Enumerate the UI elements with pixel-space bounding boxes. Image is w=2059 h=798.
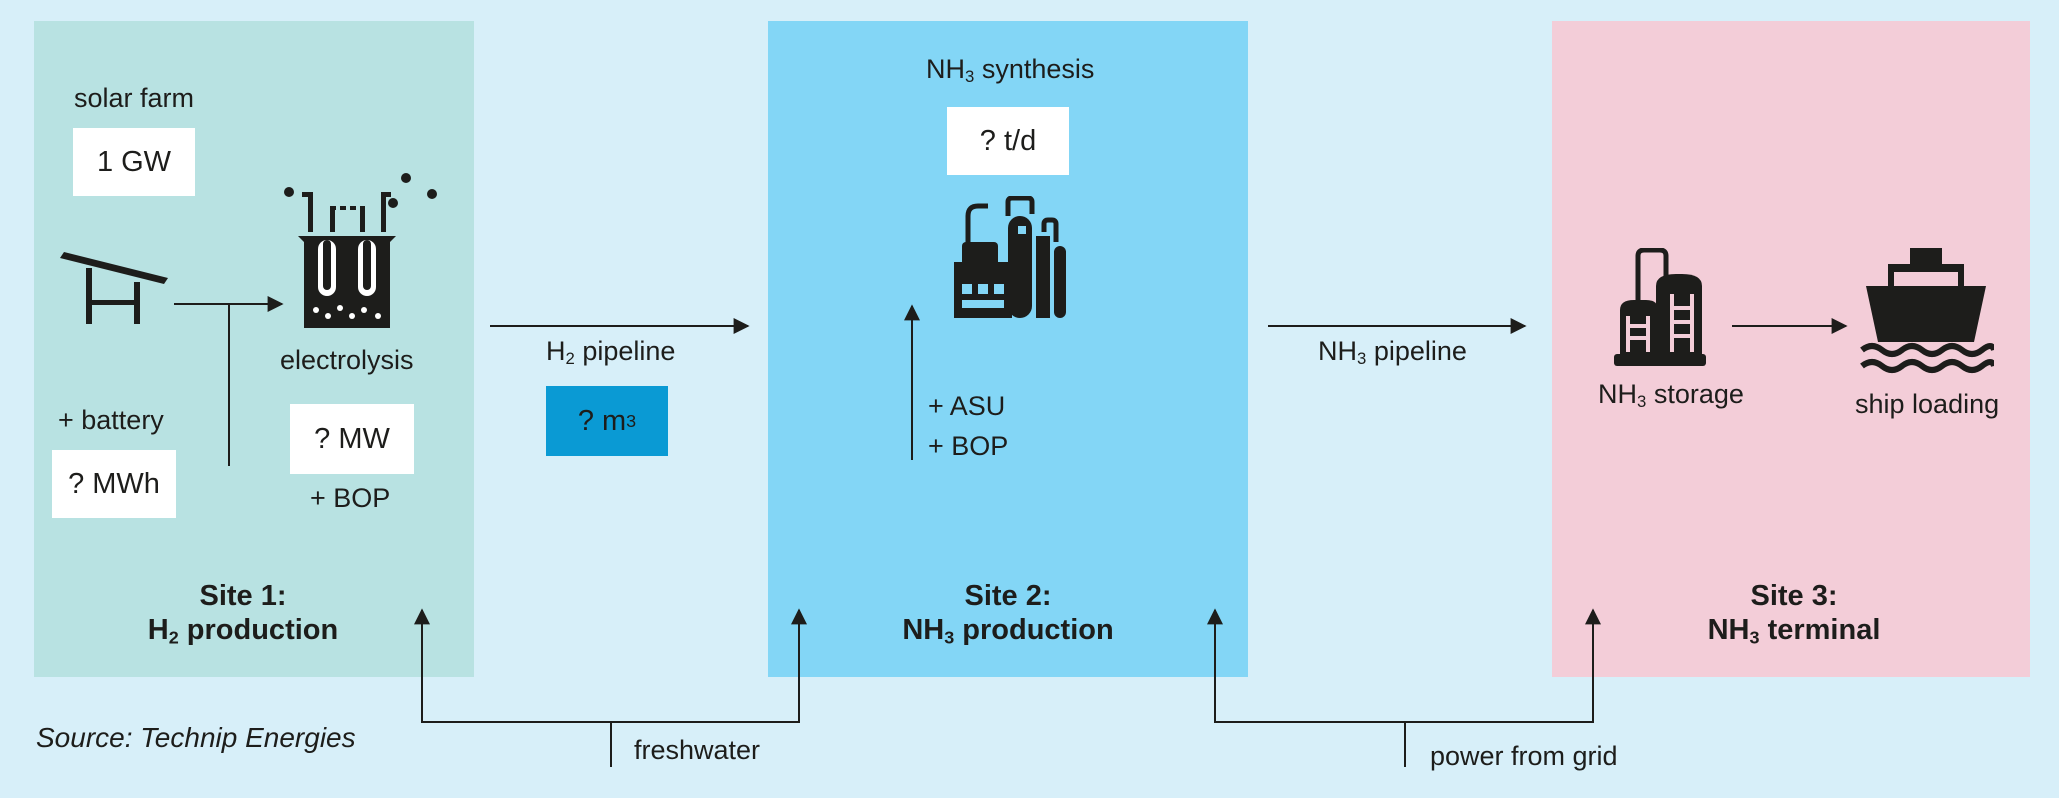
battery-capacity-box: ? MWh: [52, 450, 176, 518]
solar-capacity-box: 1 GW: [73, 128, 195, 196]
electrolysis-label: electrolysis: [280, 345, 414, 375]
electrolysis-capacity-box: ? MW: [290, 404, 414, 474]
power-line: [1214, 610, 1594, 723]
nh3-pipeline-label: NH3 pipeline: [1318, 336, 1467, 369]
power-from-grid-label: power from grid: [1430, 741, 1618, 771]
freshwater-line: [421, 610, 800, 723]
solar-panel-icon: [60, 252, 168, 324]
nh3-synthesis-capacity-box: ? t/d: [947, 107, 1069, 175]
battery-label: + battery: [58, 405, 164, 435]
site-1-title: Site 1: H2 production: [147, 580, 339, 648]
nh3-synthesis-label: NH3 synthesis: [926, 54, 1095, 87]
storage-tanks-icon: [1614, 248, 1706, 366]
source-caption: Source: Technip Energies: [36, 722, 356, 753]
synthesis-bop-label: + BOP: [928, 431, 1009, 461]
ship-loading-label: ship loading: [1855, 389, 2000, 419]
ammonia-plant-icon: [954, 196, 1066, 318]
ship-icon: [1860, 248, 1994, 373]
freshwater-label: freshwater: [634, 735, 761, 765]
solar-farm-label: solar farm: [74, 83, 195, 113]
electrolysis-icon: [284, 173, 437, 328]
site-2-title: Site 2: NH3 production: [902, 580, 1114, 648]
electrolysis-bop-label: + BOP: [310, 483, 391, 513]
h2-pipeline-label: H2 pipeline: [546, 336, 676, 369]
site-3-title: Site 3: NH3 terminal: [1707, 580, 1881, 648]
nh3-storage-label: NH3 storage: [1598, 379, 1744, 412]
asu-label: + ASU: [928, 391, 1006, 421]
